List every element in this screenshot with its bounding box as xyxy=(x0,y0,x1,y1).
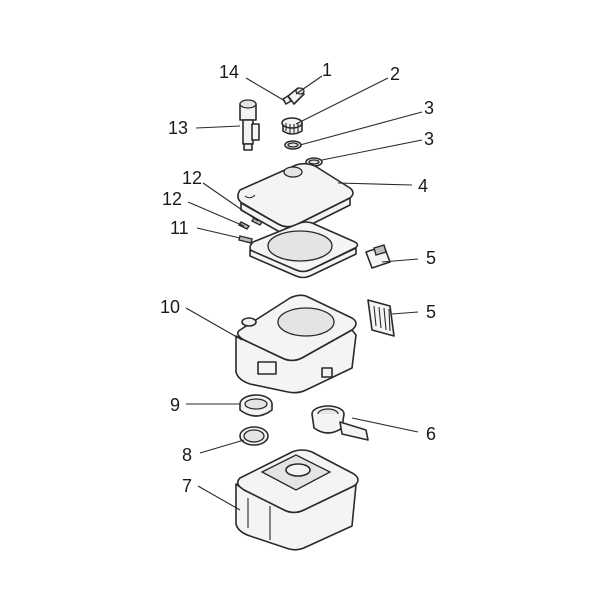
callout-11: 11 xyxy=(170,218,189,238)
part-10-upper-tank xyxy=(235,294,357,394)
callout-5a: 5 xyxy=(426,248,436,268)
part-8-seal-ring xyxy=(239,426,269,446)
part-9-threaded-ring xyxy=(239,394,273,417)
part-4-lid xyxy=(237,162,354,235)
leader-13 xyxy=(195,125,241,129)
leader-2 xyxy=(295,77,389,125)
callout-1: 1 xyxy=(322,60,332,80)
part-13-pump xyxy=(239,99,260,151)
leader-12b xyxy=(187,201,245,227)
leader-5b xyxy=(391,311,419,315)
callout-5b: 5 xyxy=(426,302,436,322)
leader-3a xyxy=(299,111,423,146)
seat-plate xyxy=(249,221,359,279)
leader-6 xyxy=(351,417,419,433)
part-7-lower-tank xyxy=(235,449,359,551)
leader-1 xyxy=(295,75,323,95)
leader-8 xyxy=(199,439,245,454)
part-12-screw-upper xyxy=(250,217,264,226)
callout-13: 13 xyxy=(168,118,188,138)
callout-4: 4 xyxy=(418,176,428,196)
callout-3b: 3 xyxy=(424,129,434,149)
leader-7 xyxy=(197,485,241,511)
callout-2: 2 xyxy=(390,64,400,84)
callout-10: 10 xyxy=(160,297,180,317)
leader-14 xyxy=(245,77,286,102)
part-3-oring-lower-hole xyxy=(308,159,320,165)
leader-10 xyxy=(185,307,243,341)
callout-8: 8 xyxy=(182,445,192,465)
callout-9: 9 xyxy=(170,395,180,415)
leader-3b xyxy=(321,139,423,161)
callout-6: 6 xyxy=(426,424,436,444)
callout-14: 14 xyxy=(219,62,239,82)
leader-5a xyxy=(381,258,419,263)
part-6-valve xyxy=(311,405,369,441)
callout-3a: 3 xyxy=(424,98,434,118)
part-2-knob xyxy=(281,117,303,135)
part-11-pin xyxy=(238,235,253,244)
callout-12b: 12 xyxy=(162,189,182,209)
callout-12a: 12 xyxy=(182,168,202,188)
part-5-latch-upper xyxy=(365,244,391,269)
leader-11 xyxy=(196,227,241,239)
callout-7: 7 xyxy=(182,476,192,496)
leader-4 xyxy=(337,182,413,186)
part-3-oring-upper-hole xyxy=(287,142,299,148)
part-5-latch-lower xyxy=(367,299,395,337)
leader-12a xyxy=(202,182,259,222)
